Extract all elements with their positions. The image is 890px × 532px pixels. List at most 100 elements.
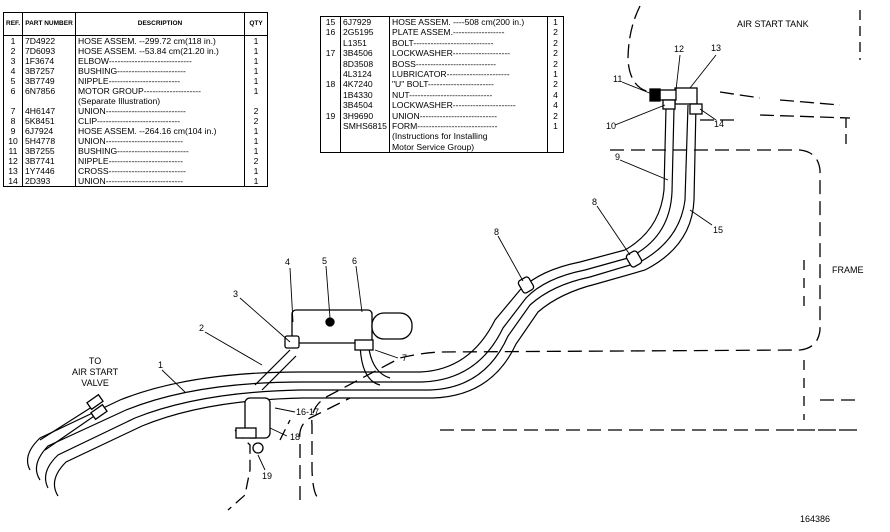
callout-12: 12 — [674, 44, 685, 54]
part-number: 4H6147 — [22, 106, 76, 116]
ref-number: 2 — [3, 46, 23, 56]
ref-number: 18 — [320, 79, 341, 90]
callout-15: 15 — [713, 225, 724, 235]
hose-2-inner — [261, 355, 297, 391]
callout-11: 11 — [613, 74, 623, 84]
quantity — [548, 131, 564, 141]
figure-number: 164386 — [800, 514, 831, 524]
air-start-tank-label: AIR START TANK — [737, 19, 809, 29]
quantity: 2 — [553, 110, 558, 121]
clip-8-b — [625, 250, 643, 268]
hose-9-inner — [631, 107, 675, 257]
quantity: 4 — [553, 89, 558, 100]
ref-number: 14 — [3, 176, 23, 187]
part-number: 3B7749 — [22, 76, 76, 86]
part-description: BOLT---------------------------- — [389, 37, 548, 49]
callout-1: 1 — [158, 360, 164, 370]
parts-row: (Instructions for Installing — [320, 131, 564, 142]
ref-number: 19 — [320, 110, 341, 122]
part-description: CROSS--------------------------- — [75, 166, 245, 176]
callout-18: 18 — [290, 432, 301, 442]
part-description: HOSE ASSEM. --299.72 cm(118 in.) — [75, 35, 245, 46]
quantity: 1 — [253, 126, 259, 136]
part-number: 7D6093 — [22, 46, 76, 56]
ref-number: 17 — [320, 48, 341, 59]
bushing-11 — [649, 88, 661, 102]
ref-number: 4 — [3, 66, 23, 76]
valve-hose-left — [39, 404, 101, 451]
part-number: 6J7924 — [22, 126, 76, 136]
valve-fitting-a — [86, 393, 104, 411]
motor-group — [291, 309, 373, 344]
callout-4: 4 — [285, 257, 291, 267]
quantity — [245, 96, 268, 106]
ref-number: 9 — [3, 126, 23, 136]
frame-outline — [311, 149, 821, 501]
callout-6: 6 — [352, 256, 358, 266]
quantity: 1 — [253, 36, 259, 46]
part-number: 5K8451 — [22, 116, 76, 126]
quantity: 2 — [553, 27, 558, 38]
part-number: 6J7929 — [340, 16, 390, 28]
hose-1-inner — [35, 257, 629, 481]
quantity: 4 — [553, 100, 558, 111]
part-number: 3B4504 — [340, 100, 390, 111]
quantity: 1 — [553, 121, 558, 132]
ref-number: 1 — [3, 35, 23, 46]
quantity: 1 — [253, 136, 259, 146]
part-description: LOCKWASHER---------------------- — [389, 100, 548, 111]
part-description: CLIP----------------------------- — [75, 116, 245, 126]
callout-19: 19 — [262, 471, 273, 481]
quantity: 1 — [253, 166, 259, 176]
ref-number — [320, 121, 341, 132]
part-number: 5H4778 — [22, 136, 76, 146]
part-number: 1B4330 — [340, 89, 390, 101]
part-description: NIPPLE------------------------- — [75, 76, 245, 86]
ref-number — [320, 69, 341, 80]
hose-15-inner — [53, 104, 697, 497]
ref-number: 10 — [3, 136, 23, 146]
part-number — [340, 131, 390, 142]
part-number: 6N7856 — [22, 86, 76, 96]
part-number — [22, 96, 76, 106]
frame-label: FRAME — [832, 265, 864, 275]
callout-10: 10 — [606, 121, 617, 131]
part-number: 2G5195 — [340, 27, 390, 38]
part-number: 1F3674 — [22, 56, 76, 66]
union-14 — [689, 103, 703, 115]
part-description: ELBOW----------------------------- — [75, 56, 245, 66]
air-start-tank-outline — [627, 5, 851, 121]
quantity: 1 — [253, 176, 259, 186]
part-description: HOSE ASSEM. ----508 cm(200 in.) — [389, 16, 548, 28]
part-description: HOSE ASSEM. --264.16 cm(104 in.) — [75, 126, 245, 136]
callout-13: 13 — [711, 43, 722, 53]
quantity: 2 — [553, 37, 558, 48]
callout-3: 3 — [233, 289, 239, 299]
part-number: 3B7741 — [22, 156, 76, 166]
ref-number — [320, 37, 341, 49]
callout-8-b: 8 — [592, 197, 598, 207]
part-description: BUSHING------------------------ — [75, 66, 245, 76]
quantity: 2 — [553, 79, 558, 90]
hose-2 — [254, 349, 291, 386]
quantity — [548, 142, 564, 153]
part-description: NUT----------------------------- — [389, 89, 548, 101]
nipple-5 — [325, 317, 335, 327]
part-description: "U" BOLT----------------------- — [389, 79, 548, 90]
ref-number: 15 — [320, 16, 341, 28]
ref-number: 16 — [320, 27, 341, 38]
ref-number — [320, 131, 341, 142]
header-description: DESCRIPTION — [75, 12, 245, 36]
